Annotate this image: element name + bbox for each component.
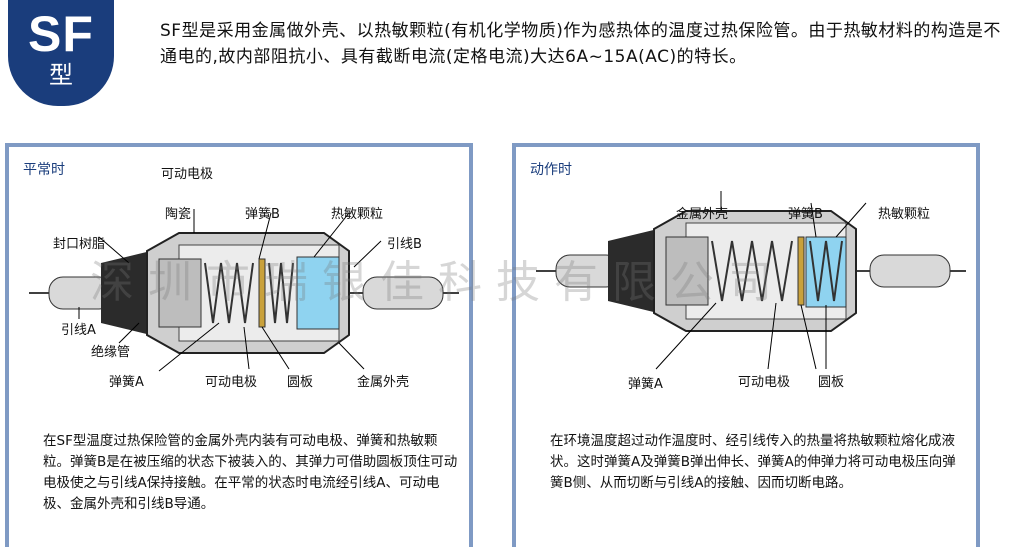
operating-state-diagram [536, 191, 966, 370]
operating-state-panel: 动作时 金属外壳 弹簧B 热敏颗粒 弹簧A 可动电极 圆板 在环境温度超过动作温… [512, 143, 980, 547]
label-ceramic: 陶瓷 [165, 207, 192, 222]
label-metal-shell: 金属外壳 [676, 207, 729, 222]
label-disc: 圆板 [287, 375, 314, 390]
label-seal-resin: 封口树脂 [53, 237, 106, 252]
badge-title: SF [28, 6, 94, 62]
label-spring-a: 弹簧A [628, 377, 663, 392]
sf-type-badge: SF 型 [8, 0, 114, 106]
label-disc: 圆板 [818, 375, 845, 390]
normal-state-panel: 平常时 可动电极 陶瓷 弹簧B 热敏颗粒 封口树脂 [5, 143, 473, 547]
label-spring-b: 弹簧B [245, 207, 280, 222]
label-thermal-pellet: 热敏颗粒 [878, 207, 931, 222]
operating-state-title: 动作时 [530, 162, 572, 178]
label-movable-electrode-top: 可动电极 [161, 167, 214, 182]
label-movable-electrode: 可动电极 [738, 375, 791, 390]
label-metal-shell: 金属外壳 [357, 375, 410, 390]
normal-state-title: 平常时 [23, 162, 65, 178]
normal-state-description: 在SF型温度过热保险管的金属外壳内装有可动电极、弹簧和热敏颗粒。弹簧B是在被压缩… [43, 433, 458, 512]
normal-state-diagram [29, 209, 459, 372]
intro-text: SF型是采用金属做外壳、以热敏颗粒(有机化学物质)作为感热体的温度过热保险管。由… [160, 21, 1001, 67]
label-spring-a: 弹簧A [109, 375, 144, 390]
label-lead-a: 引线A [61, 323, 96, 338]
label-spring-b: 弹簧B [788, 207, 823, 222]
label-thermal-pellet: 热敏颗粒 [331, 207, 384, 222]
label-lead-b: 引线B [387, 237, 422, 252]
operating-state-description: 在环境温度超过动作温度时、经引线传入的热量将热敏颗粒熔化成液状。这时弹簧A及弹簧… [550, 433, 956, 491]
label-insulation-tube: 绝缘管 [91, 345, 131, 360]
badge-subtitle: 型 [49, 61, 73, 89]
label-movable-electrode: 可动电极 [205, 375, 258, 390]
